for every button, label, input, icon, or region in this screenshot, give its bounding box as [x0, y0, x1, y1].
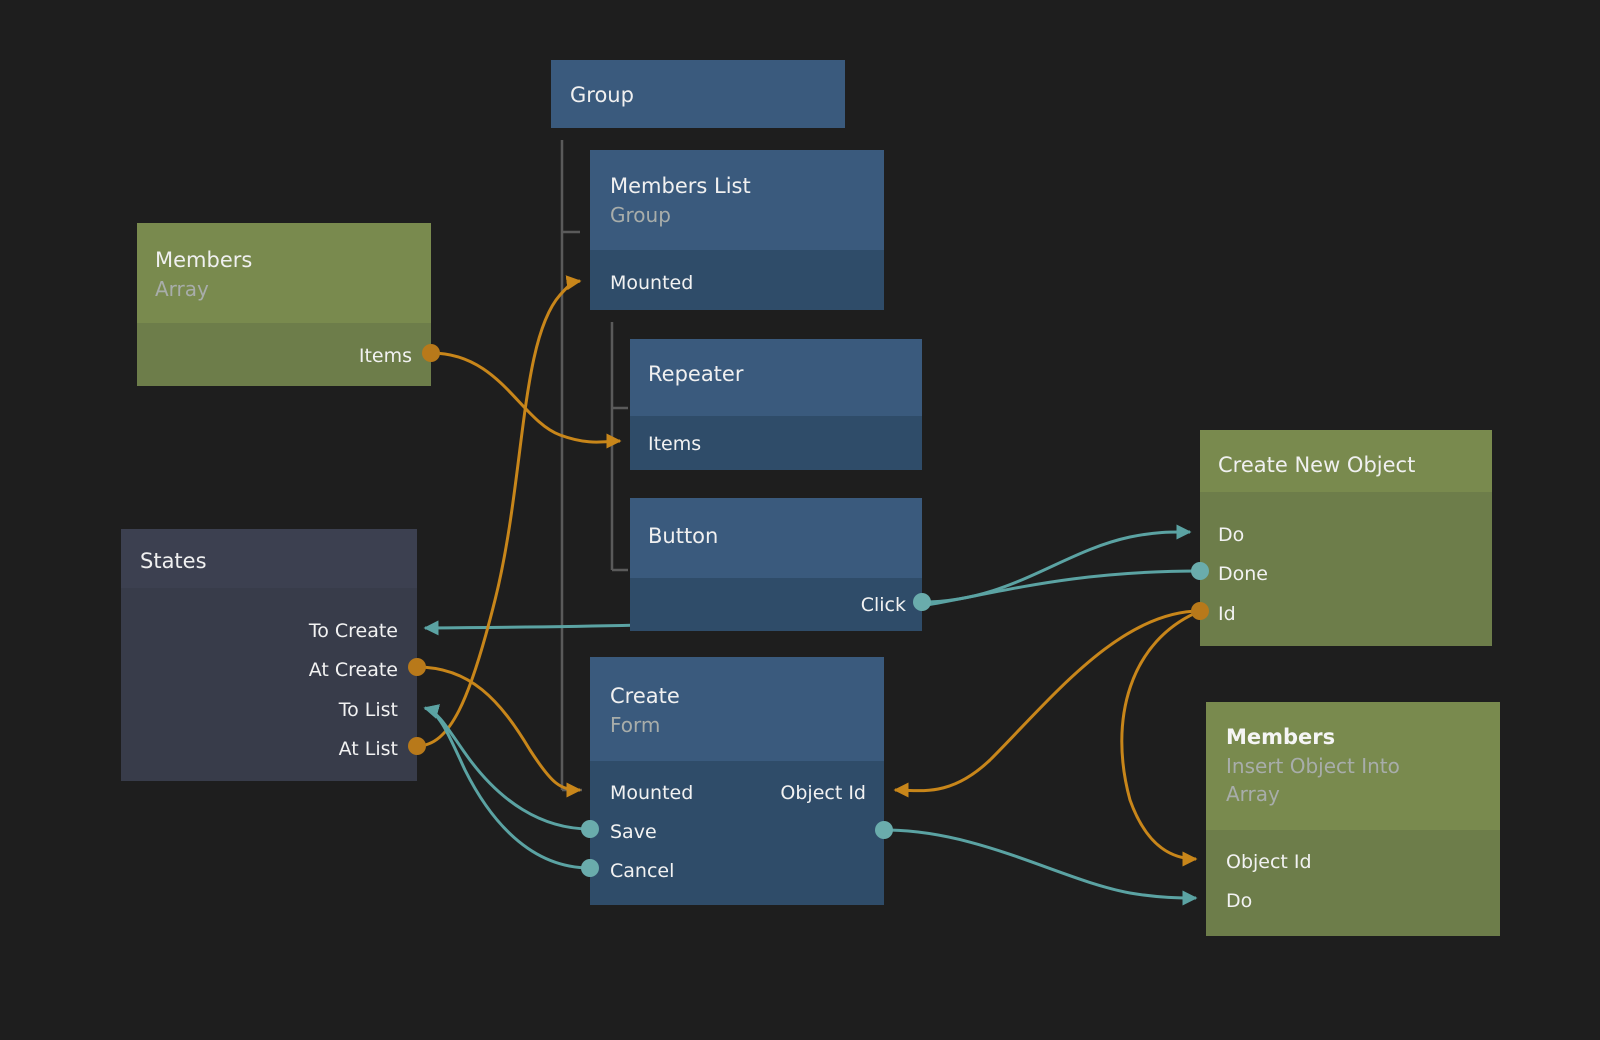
port-repeater-items[interactable]: Items	[648, 433, 701, 455]
node-members-array[interactable]: Members Array Items	[137, 223, 431, 386]
port-button-click[interactable]: Click	[861, 594, 906, 616]
node-states-title: States	[140, 549, 207, 573]
node-members-insert-subtitle-1: Insert Object Into	[1226, 754, 1400, 778]
edge-click-to-do	[922, 532, 1190, 602]
node-members-list-title: Members List	[610, 174, 751, 198]
node-create-new-object[interactable]: Create New Object Do Done Id	[1200, 430, 1492, 646]
port-dot-create-save[interactable]	[581, 820, 599, 838]
node-members-insert-subtitle-2: Array	[1226, 782, 1280, 806]
edge-create-out-to-insert-do	[884, 830, 1196, 898]
port-dot-at-list[interactable]	[408, 737, 426, 755]
node-create-header[interactable]	[590, 657, 884, 761]
node-button-title: Button	[648, 524, 718, 548]
port-dot-create-cancel[interactable]	[581, 859, 599, 877]
edge-id-to-insert-object-id	[1122, 611, 1200, 859]
node-create-new-object-title: Create New Object	[1218, 453, 1415, 477]
port-create-object-id[interactable]: Object Id	[780, 782, 866, 804]
port-members-array-items[interactable]: Items	[359, 345, 412, 367]
node-create-form[interactable]: Create Form Mounted Save Cancel Object I…	[590, 657, 884, 905]
port-insert-object-id[interactable]: Object Id	[1226, 851, 1312, 873]
edge-at-list-to-members-list-mounted	[417, 281, 580, 746]
port-dot-create-output[interactable]	[875, 821, 893, 839]
node-group[interactable]: Group	[551, 60, 845, 128]
edge-at-create-to-create-mounted	[417, 667, 580, 790]
port-insert-do[interactable]: Do	[1226, 890, 1252, 912]
node-create-title: Create	[610, 684, 680, 708]
port-cno-do[interactable]: Do	[1218, 524, 1244, 546]
node-members-array-subtitle: Array	[155, 277, 209, 301]
node-repeater[interactable]: Repeater Items	[630, 339, 922, 470]
node-members-list-header[interactable]	[590, 150, 884, 250]
port-members-list-mounted[interactable]: Mounted	[610, 272, 693, 294]
port-dot-button-click[interactable]	[913, 593, 931, 611]
node-group-title: Group	[570, 83, 634, 107]
node-create-subtitle: Form	[610, 713, 660, 737]
port-states-at-list[interactable]: At List	[339, 738, 398, 760]
node-members-insert[interactable]: Members Insert Object Into Array Object …	[1206, 702, 1500, 936]
node-repeater-title: Repeater	[648, 362, 744, 386]
node-members-list[interactable]: Members List Group Mounted	[590, 150, 884, 310]
node-members-array-title: Members	[155, 248, 252, 272]
port-states-to-create[interactable]: To Create	[308, 620, 398, 642]
port-cno-done[interactable]: Done	[1218, 563, 1268, 585]
node-members-array-header[interactable]	[137, 223, 431, 323]
port-states-to-list[interactable]: To List	[338, 699, 398, 721]
port-create-mounted[interactable]: Mounted	[610, 782, 693, 804]
port-create-cancel[interactable]: Cancel	[610, 860, 674, 882]
port-states-at-create[interactable]: At Create	[309, 659, 398, 681]
port-cno-id[interactable]: Id	[1218, 603, 1236, 625]
port-dot-cno-done[interactable]	[1191, 562, 1209, 580]
edge-id-to-create-object-id	[895, 611, 1200, 791]
port-create-save[interactable]: Save	[610, 821, 657, 843]
node-states[interactable]: States To Create At Create To List At Li…	[121, 529, 417, 781]
node-members-insert-title: Members	[1226, 725, 1335, 749]
port-dot-members-items[interactable]	[422, 344, 440, 362]
port-dot-at-create[interactable]	[408, 658, 426, 676]
node-button[interactable]: Button Click	[630, 498, 922, 631]
node-members-insert-body[interactable]	[1206, 830, 1500, 936]
node-members-list-subtitle: Group	[610, 203, 671, 227]
port-dot-cno-id[interactable]	[1191, 602, 1209, 620]
